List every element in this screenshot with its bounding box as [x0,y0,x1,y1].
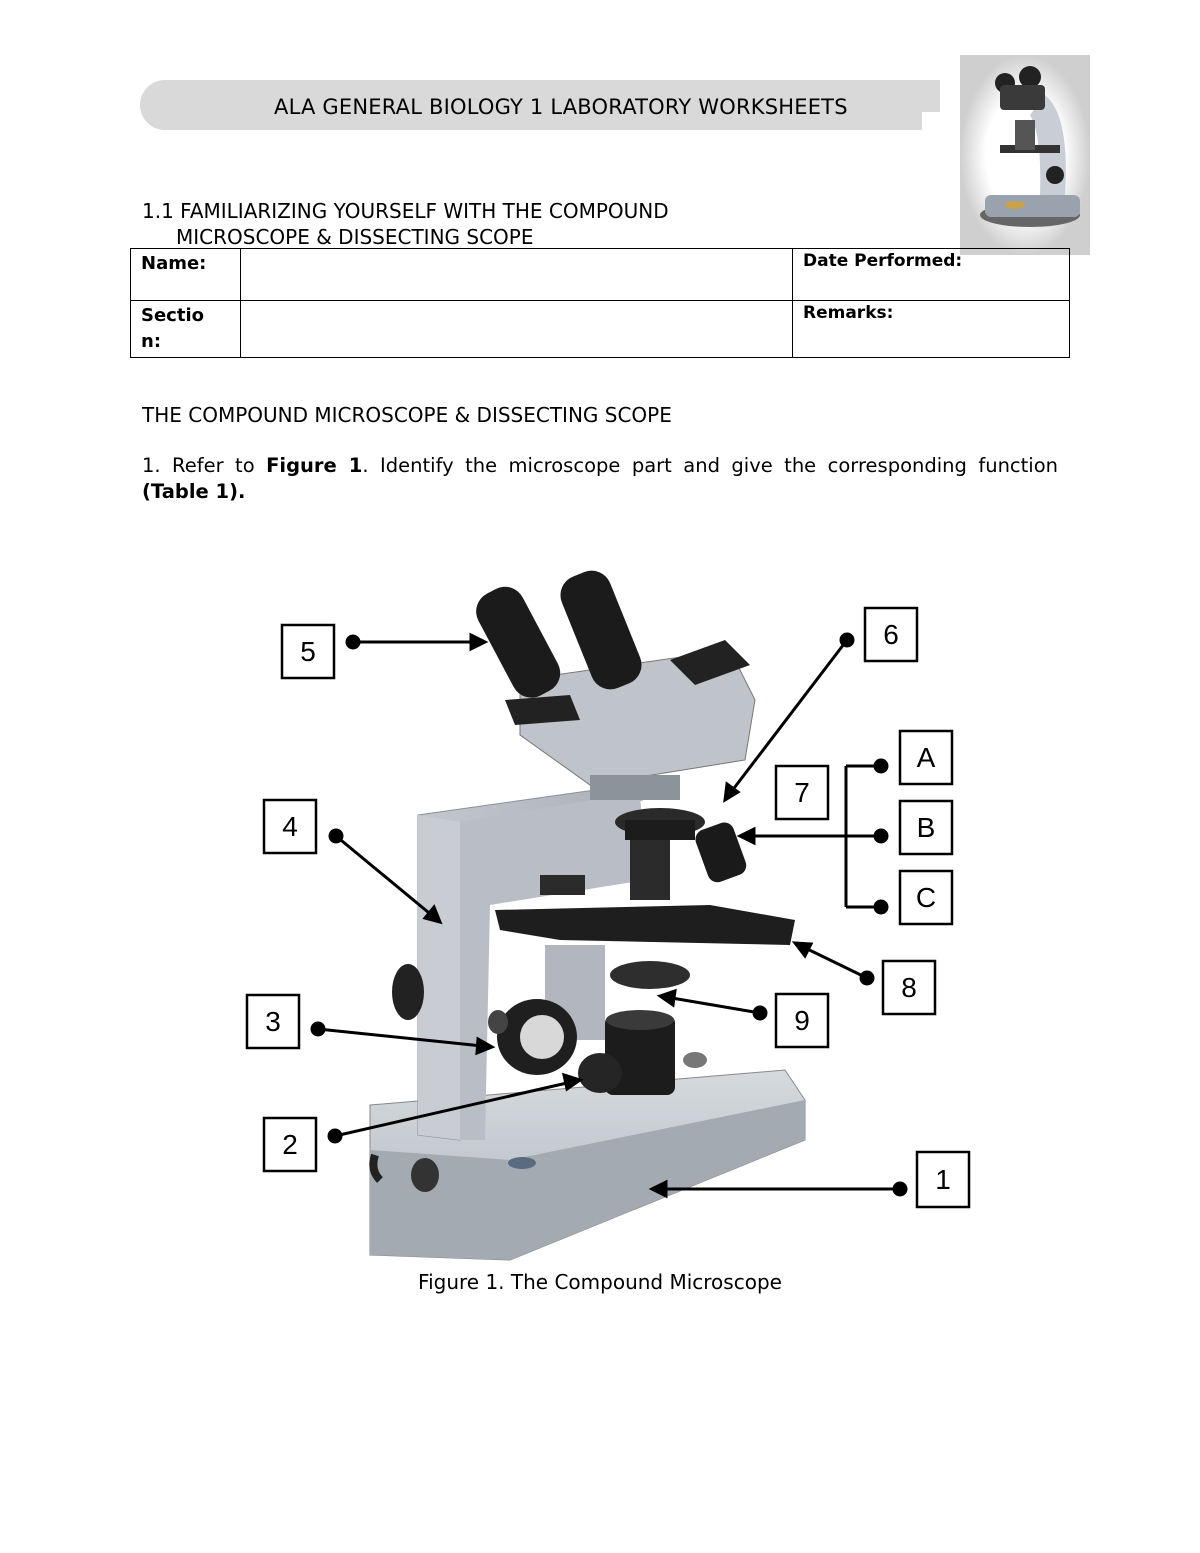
student-info-table: Name: Date Performed: Sectio n: Remarks: [130,248,1070,358]
figure-reference: Figure 1 [266,454,362,477]
microscope-thumbnail-icon [960,55,1090,255]
section-title: 1.1 FAMILIARIZING YOURSELF WITH THE COMP… [142,198,669,250]
label-b: B [917,812,936,843]
instruction-part-2: . Identify the microscope part and give … [362,454,1058,477]
label-4: 4 [282,811,298,842]
label-8: 8 [901,972,917,1003]
table-row: Name: Date Performed: [131,249,1070,301]
label-a: A [917,742,936,773]
label-7: 7 [794,777,810,808]
main-heading: THE COMPOUND MICROSCOPE & DISSECTING SCO… [142,403,672,427]
table-reference: (Table 1). [142,480,245,503]
section-label: Sectio n: [131,301,241,358]
table-row: Sectio n: Remarks: [131,301,1070,358]
header-title: ALA GENERAL BIOLOGY 1 LABORATORY WORKSHE… [274,95,848,119]
compound-microscope-figure: 5 6 A 7 B 4 C 8 3 9 2 1 [230,560,990,1270]
instruction-part-1: 1. Refer to [142,454,266,477]
label-1: 1 [935,1164,951,1195]
label-6: 6 [883,619,899,650]
figure-caption: Figure 1. The Compound Microscope [0,1270,1200,1294]
instruction-text: 1. Refer to Figure 1. Identify the micro… [142,453,1058,505]
label-3: 3 [265,1006,281,1037]
label-9: 9 [794,1005,810,1036]
remarks-label: Remarks: [793,301,1070,358]
section-field[interactable] [241,301,793,358]
name-field[interactable] [241,249,793,301]
section-title-line-1: 1.1 FAMILIARIZING YOURSELF WITH THE COMP… [142,199,669,223]
label-2: 2 [282,1129,298,1160]
date-performed-label: Date Performed: [793,249,1070,301]
name-label: Name: [131,249,241,301]
label-5: 5 [300,636,316,667]
section-title-line-2: MICROSCOPE & DISSECTING SCOPE [142,224,669,250]
label-c: C [916,882,936,913]
